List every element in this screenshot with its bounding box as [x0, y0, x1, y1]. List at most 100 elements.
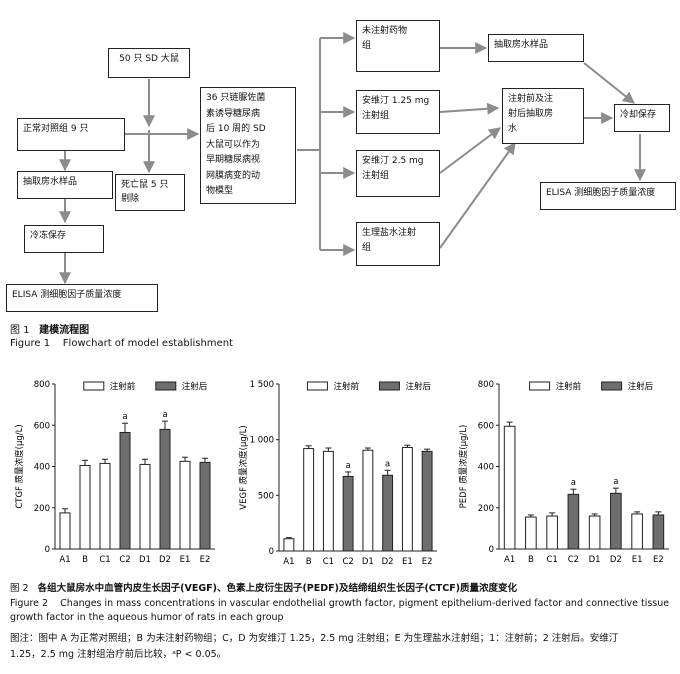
x-tick-label: D2: [382, 557, 394, 567]
x-tick-label: D2: [159, 555, 171, 565]
y-axis-label: PEDF 质量浓度(μg/L): [458, 425, 469, 509]
figure2-note-2: 1.25，2.5 mg 注射组治疗前后比较，ᵃP < 0.05。: [10, 649, 227, 660]
x-tick-label: C2: [119, 555, 130, 565]
bar: [79, 464, 91, 550]
x-tick-label: C1: [99, 555, 110, 565]
x-tick-label: D1: [589, 555, 601, 565]
ayt125-box: 安维汀 1.25 mg 注射组: [356, 90, 440, 134]
bar: [139, 463, 151, 550]
x-tick-label: E1: [632, 555, 643, 565]
y-axis-label: VEGF 质量浓度(μg/L): [238, 425, 249, 509]
y-tick-label: 400: [478, 463, 494, 473]
figure1-caption-en: Figure 1 Flowchart of model establishmen…: [10, 338, 233, 349]
x-tick-label: D2: [610, 555, 622, 565]
y-tick-label: 0: [489, 545, 494, 555]
significance-marker: a: [385, 459, 390, 469]
legend-swatch-after: [155, 381, 177, 391]
x-tick-label: E1: [402, 557, 413, 567]
figure2-title-cn: 各组大鼠房水中血管内皮生长因子(VEGF)、色素上皮衍生因子(PEDF)及结缔组…: [37, 583, 518, 594]
x-tick-label: D1: [362, 557, 374, 567]
bar: [631, 513, 643, 550]
flowchart-arrows: [59, 32, 646, 285]
bar: [59, 512, 71, 550]
figure1-caption-cn: 图 1 建模流程图: [10, 321, 89, 336]
significance-marker: a: [346, 461, 351, 471]
legend-label-after: 注射后: [182, 381, 208, 392]
sample-left-box: 抽取房水样品: [17, 171, 113, 199]
x-tick-label: C1: [323, 557, 334, 567]
legend-label-before: 注射前: [333, 381, 359, 392]
significance-marker: a: [571, 478, 576, 488]
bar: [99, 462, 111, 550]
legend-swatch-before: [529, 381, 551, 391]
figure1-title-en: Flowchart of model establishment: [62, 338, 233, 349]
y-tick-label: 800: [34, 380, 50, 390]
figure2-label-cn: 图 2: [10, 583, 29, 594]
x-tick-label: B: [82, 555, 88, 565]
rats50-box: 50 只 SD 大鼠: [108, 48, 190, 78]
y-tick-label: 200: [478, 504, 494, 514]
elisa-left-box: ELISA 测细胞因子质量浓度: [6, 284, 158, 312]
legend-label-before: 注射前: [110, 381, 136, 392]
x-tick-label: A1: [283, 557, 294, 567]
x-tick-label: E2: [653, 555, 664, 565]
x-tick-label: A1: [504, 555, 515, 565]
x-tick-label: C1: [546, 555, 557, 565]
x-tick-label: C2: [342, 557, 353, 567]
figure2-caption-en-2: growth factor in the aqueous humor of ra…: [10, 612, 284, 623]
bar: [588, 515, 601, 550]
figure1-label-en: Figure 1: [10, 338, 51, 349]
bar: [283, 538, 295, 552]
bar: [159, 428, 171, 550]
bar: [503, 425, 516, 550]
legend-label-after: 注射后: [405, 381, 431, 392]
legend-swatch-after: [601, 381, 623, 391]
legend-swatch-after: [378, 381, 400, 391]
y-tick-label: 600: [34, 421, 50, 431]
y-axis-label: CTGF 质量浓度(μg/L): [14, 424, 25, 508]
x-tick-label: B: [306, 557, 312, 567]
ayt25-box: 安维汀 2.5 mg 注射组: [356, 150, 440, 197]
bar: [199, 461, 211, 550]
y-tick-label: 500: [258, 491, 274, 501]
dead-rats-box: 死亡鼠 5 只 剔除: [115, 174, 185, 211]
sample-right-box: 抽取房水样品: [488, 34, 584, 62]
legend-label-after: 注射后: [628, 381, 654, 392]
legend-swatch-before: [306, 381, 328, 391]
bar: [546, 515, 558, 550]
saline-box: 生理盐水注射 组: [356, 222, 440, 266]
bar: [525, 516, 537, 550]
x-tick-label: B: [528, 555, 534, 565]
figure1-label-cn: 图 1: [10, 325, 30, 336]
y-tick-label: 600: [478, 421, 494, 431]
cool-box: 冷却保存: [614, 104, 670, 132]
bar: [652, 514, 665, 550]
bar: [322, 450, 334, 552]
y-tick-label: 400: [34, 463, 50, 473]
x-tick-label: D1: [139, 555, 151, 565]
y-tick-label: 800: [478, 380, 494, 390]
x-tick-label: C2: [568, 555, 579, 565]
figure2-caption-cn: 图 2 各组大鼠房水中血管内皮生长因子(VEGF)、色素上皮衍生因子(PEDF)…: [10, 580, 517, 594]
bar: [342, 475, 354, 552]
bar: [382, 474, 394, 552]
significance-marker: a: [122, 412, 127, 422]
figure2-label-en: Figure 2: [10, 598, 49, 609]
bar: [610, 492, 622, 550]
y-tick-label: 0: [269, 547, 274, 557]
bar: [303, 448, 315, 552]
before-after-box: 注射前及注 射后抽取房 水: [502, 88, 584, 144]
y-tick-label: 1 000: [250, 436, 274, 446]
y-tick-label: 1 500: [250, 380, 274, 390]
y-tick-label: 200: [34, 504, 50, 514]
significance-marker: a: [162, 410, 167, 420]
bar: [179, 460, 191, 550]
elisa-right-box: ELISA 测细胞因子质量浓度: [540, 182, 676, 210]
freeze-left-box: 冷冻保存: [24, 225, 104, 253]
no-drug-box: 未注射药物 组: [356, 20, 440, 72]
figure2-title-en-1: Changes in mass concentrations in vascul…: [60, 598, 670, 609]
x-tick-label: E2: [422, 557, 433, 567]
model-box: 36 只链脲佐菌 素诱导糖尿病 后 10 周的 SD 大鼠可以作为 早期糖尿病视…: [200, 87, 296, 204]
x-tick-label: E2: [200, 555, 211, 565]
